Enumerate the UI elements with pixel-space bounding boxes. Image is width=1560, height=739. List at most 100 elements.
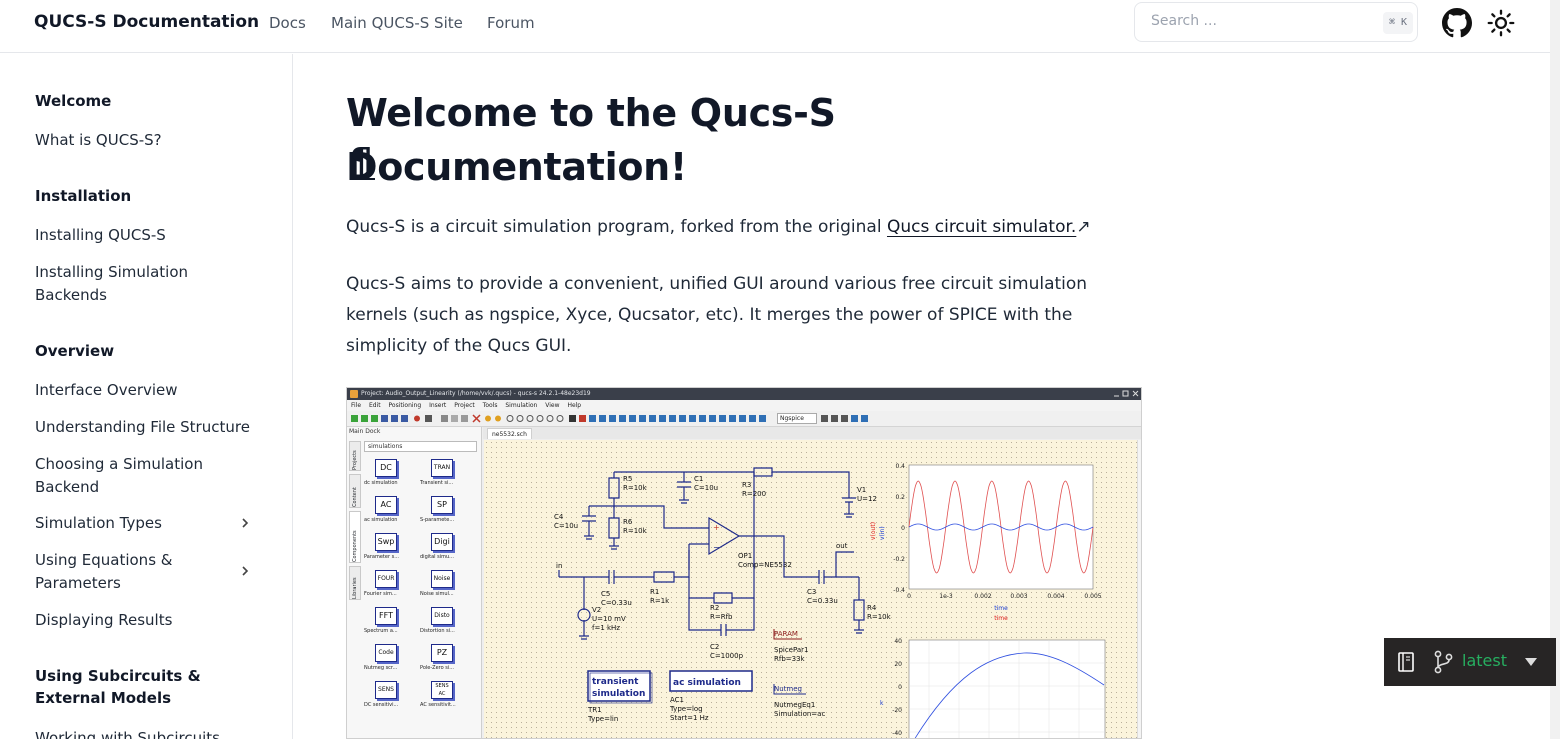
sidebar-item-what-is-qucs[interactable]: What is QUCS-S? bbox=[35, 131, 162, 149]
sch-v2v1: U=10 mV bbox=[592, 615, 626, 623]
sch-ac1t: Type=log bbox=[669, 705, 703, 713]
sch-out: out bbox=[836, 542, 848, 550]
svg-text:20: 20 bbox=[894, 661, 902, 668]
svg-text:0: 0 bbox=[901, 525, 905, 532]
menu-positioning: Positioning bbox=[388, 402, 422, 409]
sch-rfb: Rfb=33k bbox=[774, 655, 806, 663]
sch-c3v: C=0.33u bbox=[807, 597, 838, 605]
menu-view: View bbox=[545, 402, 560, 409]
sidebar-item-simulation-types[interactable]: Simulation Types bbox=[35, 514, 162, 532]
sch-nutmegsim: Simulation=ac bbox=[774, 710, 825, 718]
document-tab: ne5532.sch bbox=[487, 428, 532, 439]
app-logo-icon bbox=[350, 390, 358, 398]
sidebar: Welcome What is QUCS-S? Installation Ins… bbox=[0, 54, 293, 739]
sch-in: in bbox=[556, 562, 562, 570]
external-link-icon: ↗ bbox=[1076, 217, 1091, 237]
description-paragraph: Qucs-S aims to provide a convenient, uni… bbox=[346, 274, 1088, 356]
svg-text:0.2: 0.2 bbox=[895, 494, 905, 501]
caret-down-icon bbox=[1525, 658, 1537, 666]
chevron-right-icon[interactable] bbox=[238, 564, 252, 578]
svg-text:time: time bbox=[994, 615, 1008, 622]
sch-r6: R6 bbox=[623, 518, 633, 526]
menu-edit: Edit bbox=[368, 402, 381, 409]
svg-text:0.002: 0.002 bbox=[974, 593, 991, 600]
svg-text:time: time bbox=[994, 605, 1008, 612]
page-title: Welcome to the Qucs-S Documentation! bbox=[346, 91, 836, 189]
qucs-simulator-link[interactable]: Qucs circuit simulator. bbox=[886, 217, 1077, 237]
sch-c1: C1 bbox=[694, 475, 703, 483]
svg-text:0.005: 0.005 bbox=[1084, 593, 1101, 600]
sch-c5v: C=0.33u bbox=[601, 599, 632, 607]
toolbar-icons bbox=[351, 414, 868, 423]
dock-tab-libraries: Libraries bbox=[349, 566, 361, 600]
menu-file: File bbox=[351, 402, 362, 409]
sidebar-item-installing-qucs[interactable]: Installing QUCS-S bbox=[35, 226, 166, 244]
ac-plot: 40 20 0 -20 -40 k bbox=[880, 638, 1106, 738]
menu-simulation: Simulation bbox=[505, 402, 538, 409]
dock-category-select: simulations bbox=[364, 441, 477, 452]
sidebar-item-displaying-results[interactable]: Displaying Results bbox=[35, 611, 173, 629]
sch-c2: C2 bbox=[710, 643, 719, 651]
theme-toggle-icon[interactable] bbox=[1487, 9, 1515, 37]
sch-r6v: R=10k bbox=[623, 527, 648, 535]
page-scrollbar[interactable] bbox=[1550, 0, 1560, 739]
sch-nutmeg: Nutmeg bbox=[774, 685, 802, 693]
nav-forum[interactable]: Forum bbox=[487, 14, 535, 32]
intro-text: Qucs-S is a circuit simulation program, … bbox=[346, 217, 887, 237]
sidebar-section-subcircuits: Using Subcircuits & External Models bbox=[35, 667, 201, 707]
sch-r4: R4 bbox=[867, 604, 877, 612]
sch-tr1: TR1 bbox=[587, 706, 602, 714]
svg-text:40: 40 bbox=[894, 638, 902, 645]
sidebar-item-file-structure[interactable]: Understanding File Structure bbox=[35, 418, 250, 436]
sidebar-item-installing-backends[interactable]: Installing Simulation Backends bbox=[35, 263, 189, 304]
svg-text:1e-3: 1e-3 bbox=[939, 593, 953, 600]
chevron-right-icon[interactable] bbox=[238, 516, 252, 530]
version-selector[interactable]: latest bbox=[1384, 638, 1556, 686]
sch-ac1: AC1 bbox=[670, 696, 684, 704]
sch-c4v: C=10u bbox=[554, 522, 578, 530]
sidebar-item-choosing-backend[interactable]: Choosing a Simulation Backend bbox=[35, 455, 203, 496]
sch-param: PARAM bbox=[774, 630, 798, 638]
transient-box-line1: transient bbox=[592, 677, 639, 687]
sidebar-item-interface-overview[interactable]: Interface Overview bbox=[35, 381, 178, 399]
menu-insert: Insert bbox=[429, 402, 447, 409]
app-titlebar: Project: Audio_Output_Linearity (/home/v… bbox=[347, 388, 1141, 400]
top-header: QUCS-S Documentation Docs Main QUCS-S Si… bbox=[0, 0, 1560, 53]
nav-docs[interactable]: Docs bbox=[269, 14, 306, 32]
svg-text:-0.2: -0.2 bbox=[893, 556, 905, 563]
transient-plot: 0.4 0.2 0 -0.2 -0.4 0 1e-3 0.002 0.003 0… bbox=[870, 463, 1102, 622]
canvas-scrollbar bbox=[1137, 440, 1141, 738]
github-icon[interactable] bbox=[1442, 8, 1472, 38]
sidebar-item-working-subcircuits[interactable]: Working with Subcircuits bbox=[35, 729, 220, 739]
sidebar-item-equations-parameters[interactable]: Using Equations & Parameters bbox=[35, 551, 173, 592]
app-menubar: File Edit Positioning Insert Project Too… bbox=[347, 400, 1141, 411]
search-box[interactable]: ⌘ K bbox=[1134, 2, 1418, 42]
svg-text:v(out): v(out) bbox=[870, 522, 877, 540]
dock-tab-content: Content bbox=[349, 474, 361, 508]
site-brand[interactable]: QUCS-S Documentation bbox=[34, 12, 260, 32]
sch-r4v: R=10k bbox=[867, 613, 892, 621]
search-input[interactable] bbox=[1151, 13, 1351, 29]
svg-text:0: 0 bbox=[898, 684, 902, 691]
sch-ac1s: Start=1 Hz bbox=[670, 714, 709, 722]
intro-paragraph: Qucs-S is a circuit simulation program, … bbox=[346, 212, 1146, 243]
sch-r2: R2 bbox=[710, 604, 719, 612]
sch-spicepar: SpicePar1 bbox=[774, 646, 809, 654]
sch-c5: C5 bbox=[601, 590, 610, 598]
sch-c1v: C=10u bbox=[694, 484, 718, 492]
svg-text:-40: -40 bbox=[892, 730, 902, 737]
sch-c3: C3 bbox=[807, 588, 816, 596]
svg-text:0.4: 0.4 bbox=[895, 463, 905, 470]
git-branch-icon bbox=[1434, 650, 1453, 674]
menu-help: Help bbox=[567, 402, 582, 409]
heading-anchor-link[interactable]: ¶ bbox=[350, 141, 373, 182]
nav-main-site[interactable]: Main QUCS-S Site bbox=[331, 14, 463, 32]
ac-sim-box: ac simulation bbox=[673, 678, 741, 688]
